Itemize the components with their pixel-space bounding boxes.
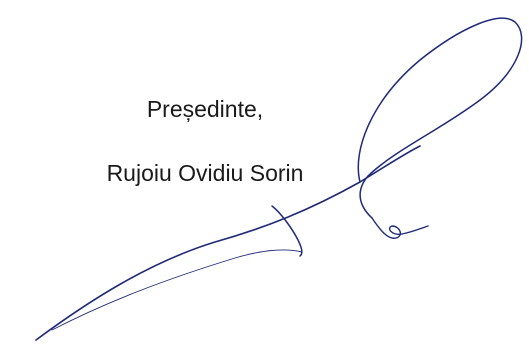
signature-loop-stroke [357, 17, 523, 219]
signature-hook-stroke [271, 205, 303, 257]
signatory-name: Rujoiu Ovidiu Sorin [106, 160, 304, 186]
signature-tail-stroke [371, 217, 429, 239]
signature-hairline-stroke [51, 249, 303, 331]
signatory-role: Președinte, [146, 96, 264, 122]
signature-main-stroke [35, 145, 421, 341]
